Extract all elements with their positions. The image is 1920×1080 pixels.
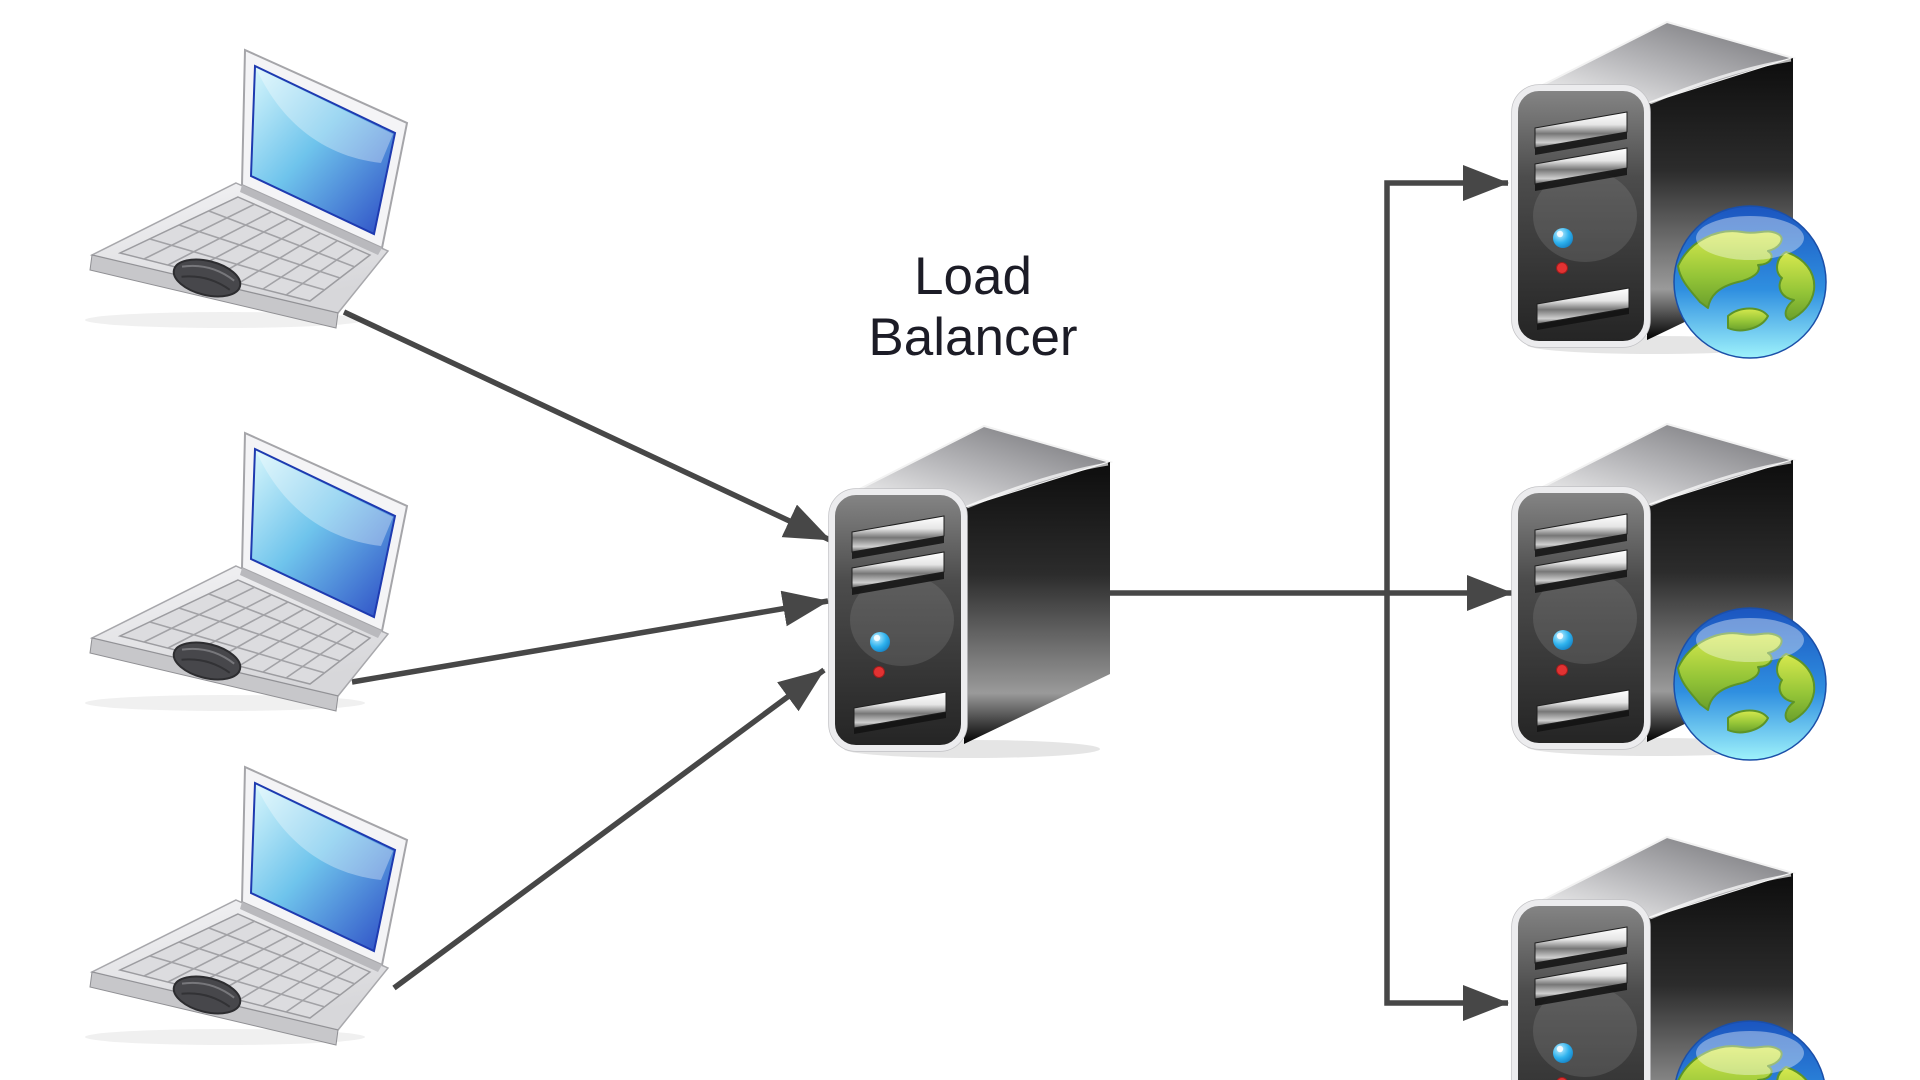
web-server-1-globe-icon (1674, 206, 1826, 358)
connector-client2-to-load-balancer (351, 590, 829, 685)
client-2-laptop-icon (84, 432, 408, 712)
connector-load-balancer-to-web-server-1 (1384, 165, 1509, 593)
load-balancer-server-icon (829, 426, 1110, 758)
connector-client1-to-load-balancer (342, 309, 832, 543)
web-server-2-globe-icon (1674, 608, 1826, 760)
client-1-laptop-icon (84, 49, 408, 329)
load-balancer-label: Load Balancer (868, 247, 1078, 367)
web-server-1-icon (1512, 22, 1826, 358)
web-server-2-icon (1512, 424, 1826, 760)
connector-load-balancer-to-web-server-3 (1384, 593, 1509, 1021)
client-3-laptop-icon (84, 766, 408, 1046)
web-server-3-icon (1512, 837, 1826, 1080)
connector-client3-to-load-balancer (392, 667, 826, 991)
